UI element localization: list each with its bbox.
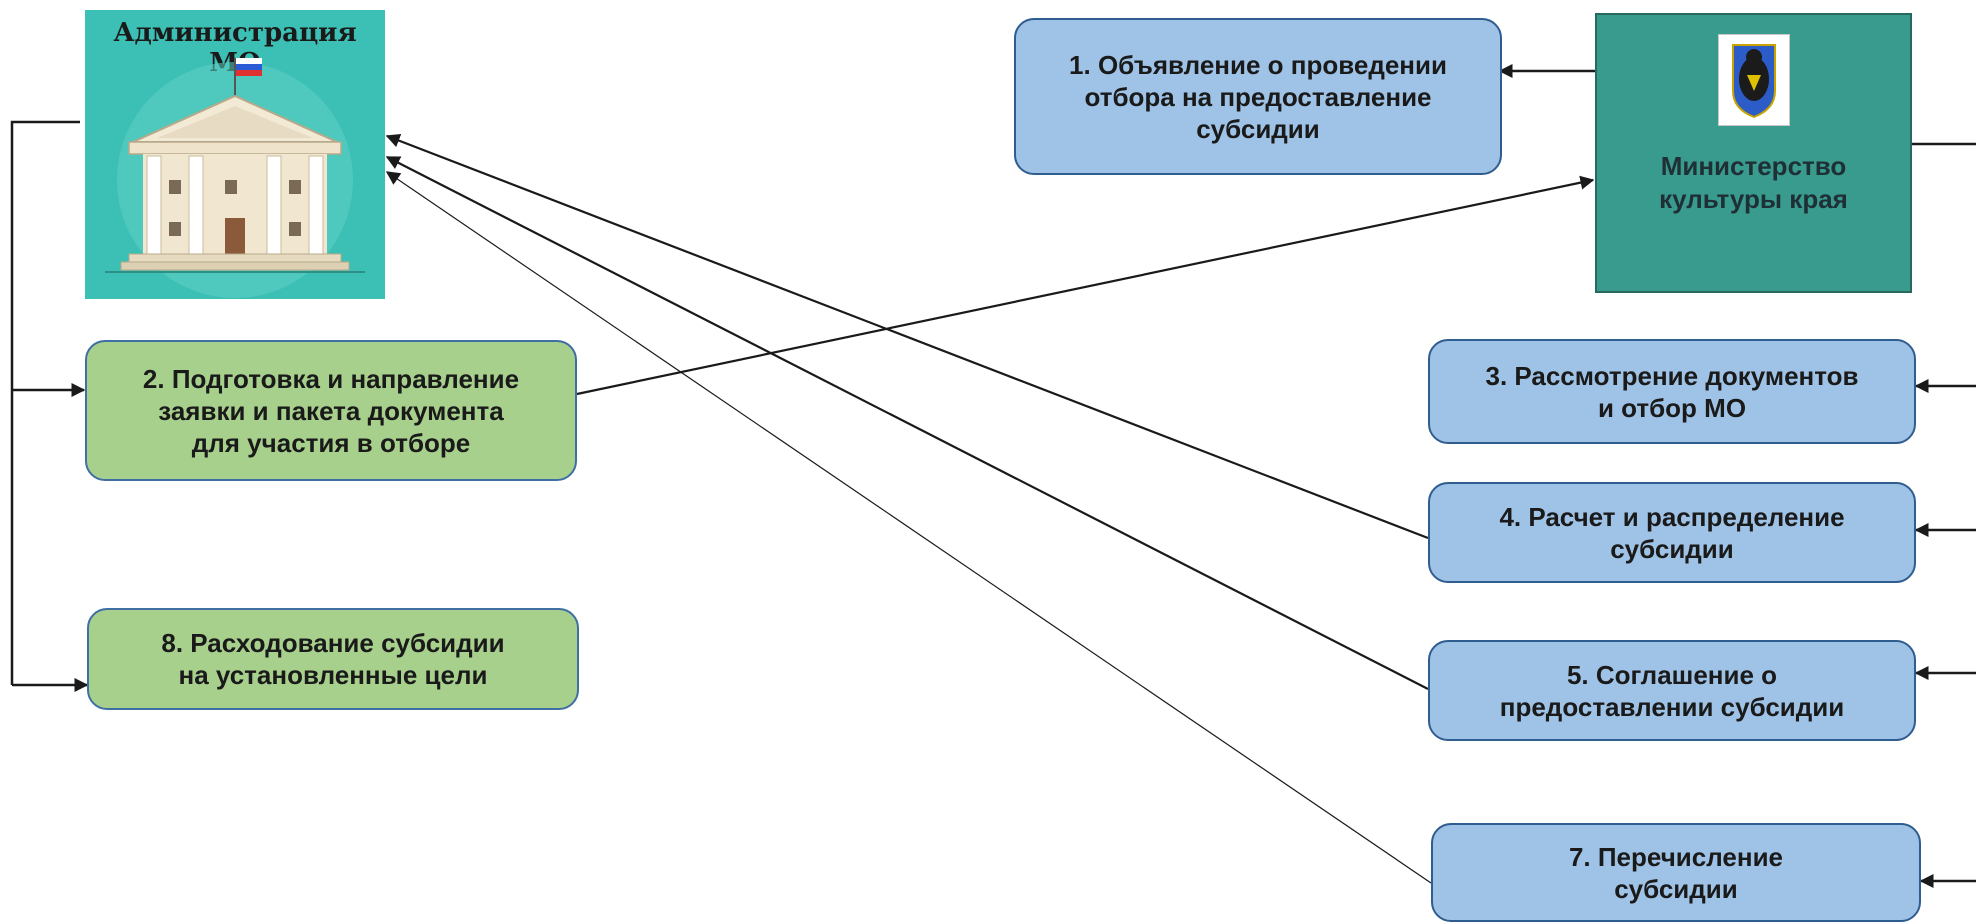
step-8-text: 8. Расходование субсидии на установленны… (161, 628, 505, 690)
step-7-box: 7. Перечисление субсидии (1431, 823, 1921, 922)
bear-coat-of-arms-icon (1718, 34, 1790, 126)
step-1-box: 1. Объявление о проведении отбора на пре… (1014, 18, 1502, 175)
step-5-box: 5. Соглашение о предоставлении субсидии (1428, 640, 1916, 741)
step-4-box: 4. Расчет и распределение субсидии (1428, 482, 1916, 583)
step-3-text: 3. Рассмотрение документов и отбор МО (1485, 360, 1859, 423)
step-7-text: 7. Перечисление субсидии (1568, 841, 1784, 904)
step-5-text: 5. Соглашение о предоставлении субсидии (1499, 659, 1845, 722)
administration-tile: Администрация МО (85, 10, 385, 299)
arrow-step2-to-ministry (576, 175, 1595, 396)
step-2-box: 2. Подготовка и направление заявки и пак… (85, 340, 577, 481)
step-8-box: 8. Расходование субсидии на установленны… (87, 608, 579, 710)
arrow-step5-to-admin (385, 156, 1429, 690)
arrow-step4-to-admin (385, 134, 1429, 540)
step-4-text: 4. Расчет и распределение субсидии (1499, 501, 1845, 564)
arrow-step7-to-admin (385, 171, 1432, 884)
ministry-label: Министерство культуры края (1659, 151, 1848, 214)
government-building-icon (105, 58, 365, 298)
step-1-text: 1. Объявление о проведении отбора на пре… (1069, 49, 1447, 144)
admin-bracket-line (10, 120, 80, 685)
ministry-tile: Министерство культуры края (1595, 13, 1912, 293)
step-3-box: 3. Рассмотрение документов и отбор МО (1428, 339, 1916, 444)
step-2-text: 2. Подготовка и направление заявки и пак… (142, 363, 520, 458)
